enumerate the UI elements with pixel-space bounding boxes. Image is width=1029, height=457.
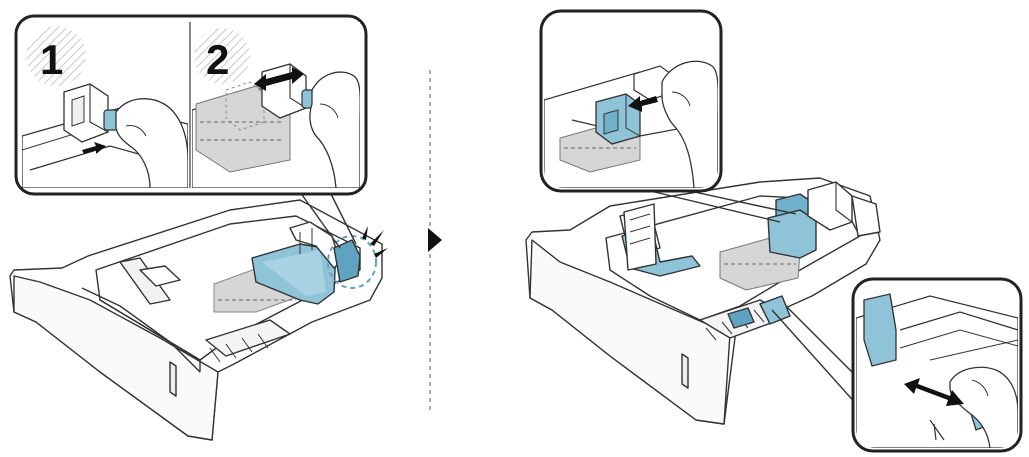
step-2-panel: 2 bbox=[192, 22, 360, 188]
slide-arrow-icon bbox=[628, 96, 658, 112]
double-arrow-icon bbox=[254, 67, 304, 91]
click-spark-icon bbox=[362, 226, 388, 258]
right-paper-tray bbox=[525, 177, 881, 425]
callout-length-guide bbox=[539, 9, 723, 193]
step-1-panel: 1 bbox=[22, 22, 188, 188]
callout-steps-1-2: 1 2 bbox=[14, 14, 368, 196]
double-arrow-icon bbox=[904, 378, 964, 406]
callout-width-guide bbox=[851, 277, 1023, 453]
step-number-2: 2 bbox=[206, 36, 229, 83]
left-paper-tray bbox=[9, 199, 383, 441]
push-arrow-icon bbox=[82, 142, 106, 154]
step-number-1: 1 bbox=[40, 36, 63, 83]
arrow-right-icon bbox=[428, 228, 442, 252]
